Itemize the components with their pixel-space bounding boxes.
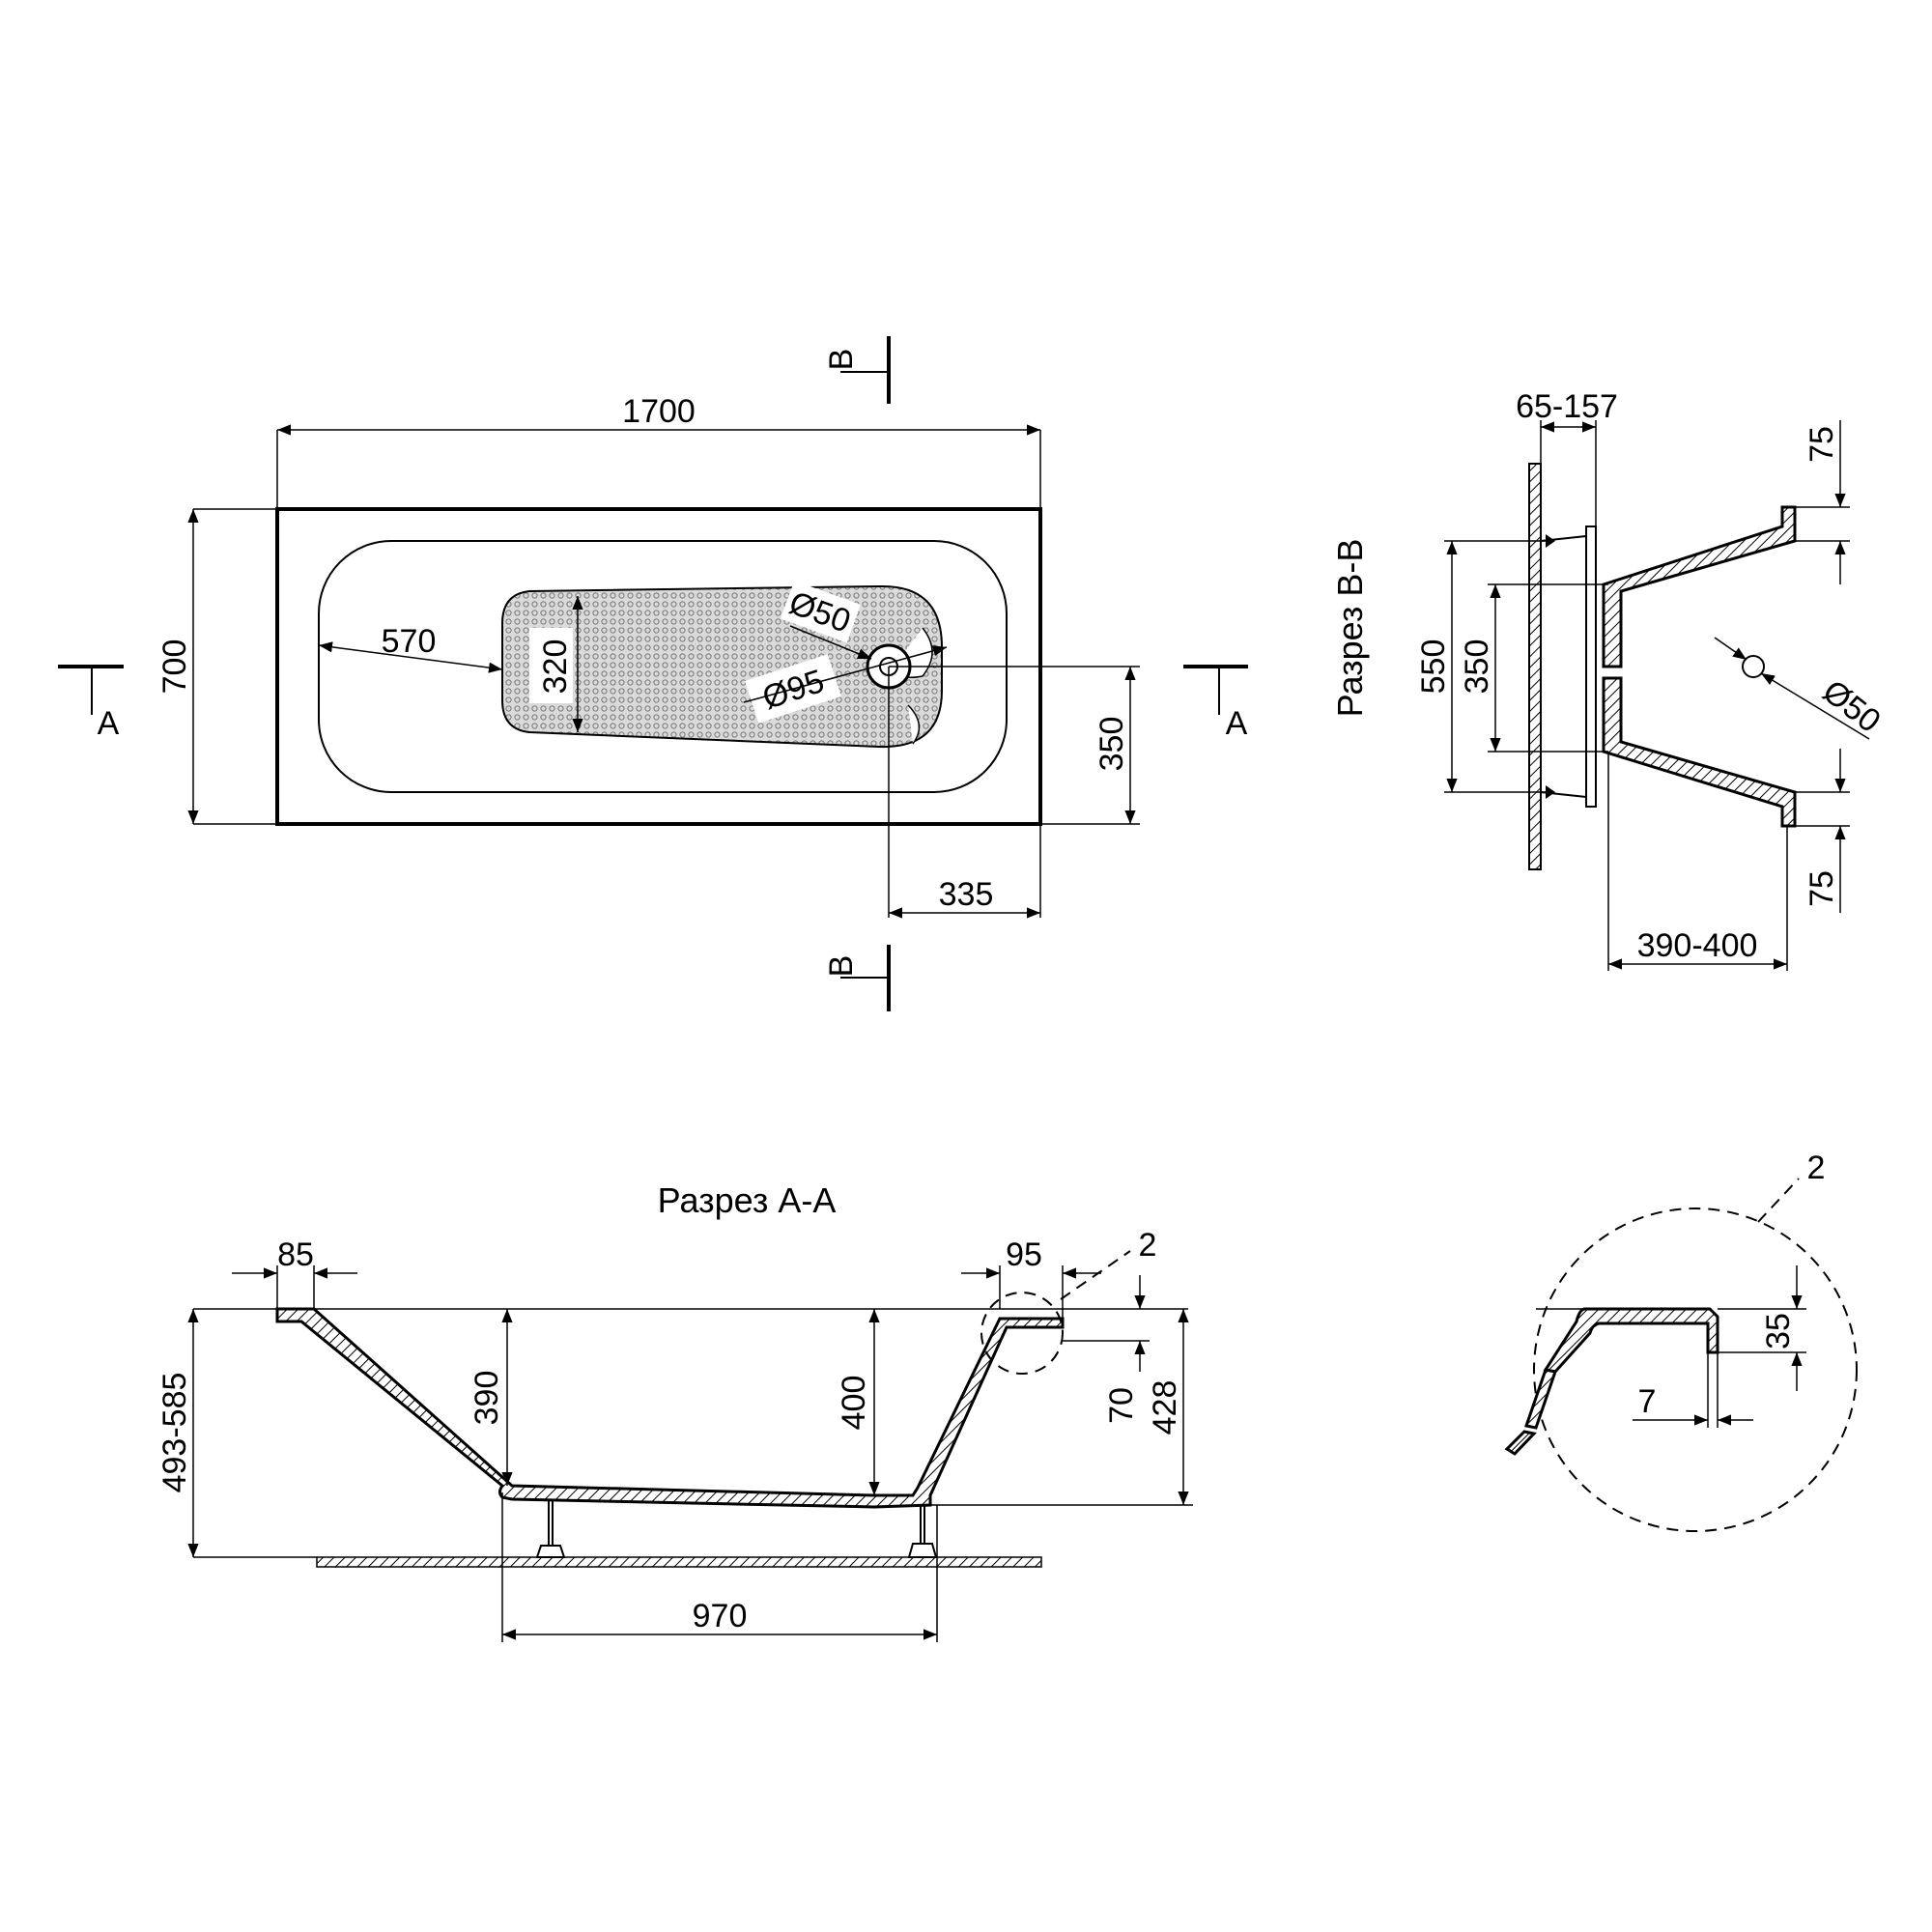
- dim-depth-left: 390: [469, 1371, 505, 1426]
- dim-depth-right: 400: [836, 1376, 872, 1431]
- detail-circle: [980, 1292, 1064, 1375]
- detail-2: 2 35 7: [1504, 1150, 1858, 1532]
- dim-bottom-length: 970: [693, 1598, 748, 1634]
- dim-drain-side: 350: [1094, 717, 1130, 772]
- detail-ref-label: 2: [1139, 1227, 1157, 1264]
- section-b-bottom: B: [823, 955, 860, 978]
- dim-length: 1700: [622, 393, 696, 430]
- dim-rim-thickness: 35: [1760, 1313, 1797, 1350]
- section-a-left: A: [98, 705, 120, 742]
- leg-plate: [1585, 526, 1597, 808]
- dim-leg-adjust: 65-157: [1516, 388, 1618, 425]
- dim-inner-height: 350: [1459, 639, 1495, 695]
- overflow-icon: [1742, 655, 1765, 678]
- dim-total-height: 493-585: [156, 1373, 193, 1493]
- leg-right: [920, 1505, 925, 1544]
- dim-width: 700: [156, 639, 193, 695]
- section-b-top: B: [823, 349, 860, 371]
- leg-left: [548, 1499, 554, 1546]
- section-bb: Разрез B-B 65-157 75 75 550: [1330, 388, 1888, 971]
- dim-drain-height: 70: [1103, 1387, 1140, 1424]
- tub-hull: [275, 1307, 1065, 1509]
- dim-mat-width: 320: [537, 639, 574, 695]
- detail-hull: [1543, 1307, 1719, 1374]
- tub-section: [1602, 505, 1797, 668]
- dim-rim-left: 85: [277, 1236, 314, 1273]
- dim-outer-height: 550: [1415, 639, 1452, 695]
- dim-rim-right: 95: [1006, 1236, 1042, 1273]
- wall: [1528, 463, 1542, 870]
- dim-depth: 390-400: [1637, 927, 1758, 964]
- dim-rim-top: 75: [1804, 426, 1840, 463]
- section-aa-title: Разрез A-A: [658, 1180, 837, 1220]
- dim-rim-bottom: 75: [1804, 870, 1840, 907]
- detail-2-circle: [1533, 1208, 1858, 1532]
- dim-inner: 570: [382, 623, 437, 660]
- detail-2-ref: 2: [1807, 1150, 1826, 1186]
- dim-drain-end: 335: [939, 876, 994, 913]
- dim-overflow-bb: Ø50: [1816, 673, 1888, 741]
- floor: [316, 1556, 1042, 1568]
- dim-wall-thickness: 7: [1638, 1383, 1657, 1420]
- section-bb-title: Разрез B-B: [1330, 539, 1370, 718]
- plan-view: 1700 700 570 320 Ø50 Ø95 350 335 A: [58, 336, 1248, 1011]
- section-a-right: A: [1226, 705, 1248, 742]
- dim-outer-height-aa: 428: [1147, 1380, 1183, 1435]
- section-aa: Разрез A-A 85 95 2 493-585 39: [156, 1180, 1193, 1642]
